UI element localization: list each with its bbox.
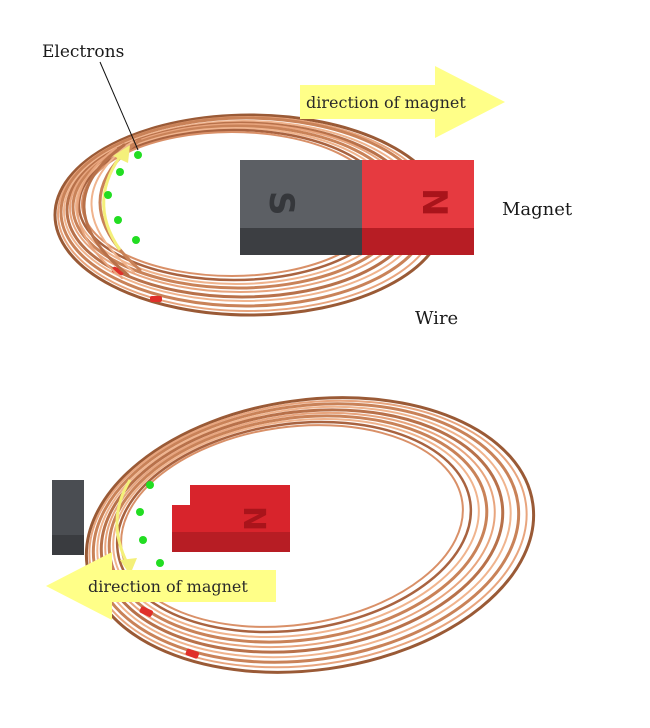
top-direction-arrow: direction of magnet	[300, 66, 505, 138]
electron-dot	[136, 508, 144, 516]
bottom-current-arrow	[115, 479, 132, 566]
top-magnet: S N	[240, 160, 474, 255]
electron-dot	[134, 151, 142, 159]
top-wire-tip	[111, 266, 125, 276]
electron-dot	[132, 236, 140, 244]
bottom-magnet: N	[52, 480, 290, 555]
wire-label: Wire	[415, 308, 458, 329]
bottom-direction-arrow: direction of magnet	[46, 552, 276, 620]
top-electrons	[104, 151, 142, 244]
magnet-label: Magnet	[502, 199, 573, 220]
electron-dot	[116, 168, 124, 176]
electron-dot	[104, 191, 112, 199]
bottom-wire-tip	[139, 606, 153, 617]
electron-dot	[156, 559, 164, 567]
electron-dot	[114, 216, 122, 224]
bottom-wire-coil	[84, 396, 536, 674]
bottom-electrons	[136, 481, 164, 567]
electrons-leader-line	[99, 61, 139, 151]
top-current-arrowhead	[113, 145, 130, 163]
top-magnet-north-letter: N	[414, 188, 454, 216]
top-magnet-south-letter: S	[261, 191, 301, 216]
bottom-wire-tip	[185, 648, 200, 659]
top-current-arrow	[102, 149, 127, 251]
bottom-current-arrowhead	[120, 558, 137, 575]
top-wire-tip	[150, 296, 162, 302]
electron-dot	[139, 536, 147, 544]
top-panel: S N Electrons direction of magnet	[42, 42, 573, 329]
bottom-magnet-north-letter: N	[236, 506, 271, 531]
bottom-direction-label: direction of magnet	[88, 577, 248, 596]
bottom-panel: N directio	[46, 396, 536, 674]
top-direction-label: direction of magnet	[306, 93, 466, 112]
electrons-label: Electrons	[42, 42, 124, 62]
electron-dot	[146, 481, 154, 489]
